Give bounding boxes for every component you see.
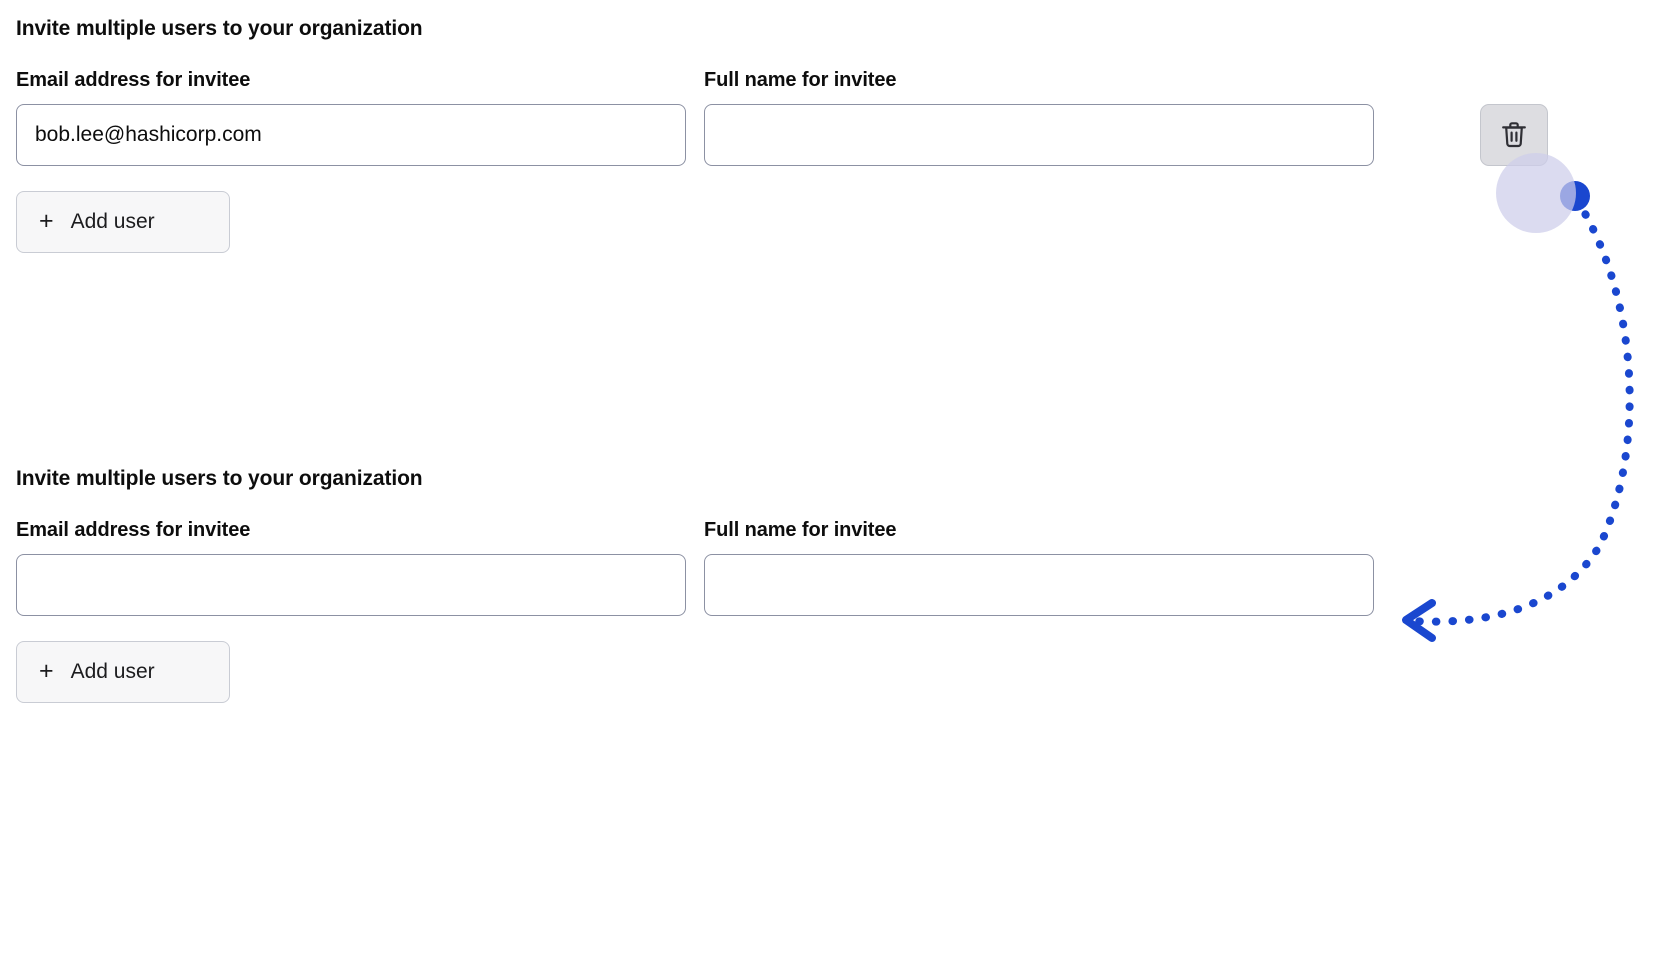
fullname-field-label: Full name for invitee: [704, 69, 897, 91]
email-field-group-2: Email address for invitee: [16, 518, 686, 616]
add-user-button-2[interactable]: + Add user: [16, 641, 230, 703]
add-user-button-label: Add user: [70, 210, 155, 233]
pointing-hand-cursor-icon: [1513, 160, 1557, 216]
invite-section-2: Invite multiple users to your organizati…: [16, 466, 1374, 703]
fullname-input[interactable]: [704, 104, 1374, 166]
email-field-label: Email address for invitee: [16, 69, 251, 91]
invite-fields-row-2: Email address for invitee Full name for …: [16, 518, 1374, 616]
plus-icon: +: [39, 206, 54, 235]
page-title-2: Invite multiple users to your organizati…: [16, 467, 423, 490]
email-field-group-1: Email address for invitee: [16, 68, 686, 166]
fullname-field-label-2: Full name for invitee: [704, 519, 897, 541]
fullname-field-group-1: Full name for invitee: [704, 68, 1374, 166]
arrow-origin-dot: [1560, 181, 1590, 211]
fullname-field-group-2: Full name for invitee: [704, 518, 1374, 616]
arrow-head: [1402, 599, 1436, 642]
fullname-input-2[interactable]: [704, 554, 1374, 616]
plus-icon-2: +: [39, 656, 54, 685]
invite-section-1: Invite multiple users to your organizati…: [16, 16, 1548, 253]
email-field-label-2: Email address for invitee: [16, 519, 251, 541]
arrow-dotted-path: [1408, 196, 1634, 626]
email-input-2[interactable]: [16, 554, 686, 616]
page-title: Invite multiple users to your organizati…: [16, 17, 423, 40]
invite-users-page: Invite multiple users to your organizati…: [16, 16, 1634, 703]
delete-invitee-button[interactable]: [1480, 104, 1548, 166]
add-user-button[interactable]: + Add user: [16, 191, 230, 253]
trash-icon: [1501, 121, 1527, 149]
invite-fields-row-1: Email address for invitee Full name for …: [16, 68, 1548, 166]
email-input[interactable]: [16, 104, 686, 166]
add-user-button-label-2: Add user: [70, 660, 155, 683]
